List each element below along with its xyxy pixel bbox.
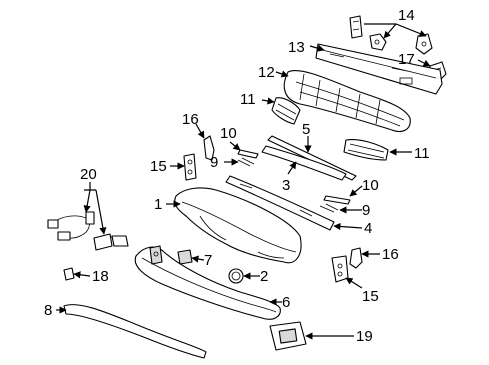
callout-8: 8 — [44, 302, 52, 319]
callout-6: 6 — [282, 294, 290, 311]
callout-13: 13 — [288, 39, 305, 56]
part-10-strip-upper — [237, 149, 259, 159]
part-10-strip-lower — [323, 195, 351, 205]
callout-16-lower: 16 — [382, 246, 399, 263]
callout-11-right: 11 — [414, 145, 430, 162]
part-9-clips-lower — [319, 203, 339, 213]
part-12-absorber — [283, 70, 411, 133]
callout-9-upper: 9 — [210, 154, 218, 171]
callout-2: 2 — [260, 268, 268, 285]
part-11-insert-right — [343, 139, 389, 161]
part-11-insert-left — [271, 97, 301, 125]
part-18-clip — [63, 267, 75, 281]
leader-lines — [56, 23, 431, 340]
callout-3: 3 — [282, 177, 290, 194]
callout-11-left: 11 — [240, 91, 256, 108]
callout-10-upper: 10 — [220, 125, 237, 142]
callout-15-upper: 15 — [150, 158, 167, 175]
part-2-grommet — [228, 268, 244, 284]
callout-20: 20 — [80, 166, 97, 183]
callout-19: 19 — [356, 328, 373, 345]
callout-labels: 14 13 17 12 11 11 16 10 5 9 15 20 3 10 1… — [44, 7, 430, 345]
part-8-trim-strip — [63, 304, 207, 359]
part-15-bracket-upper — [183, 153, 197, 181]
callout-16-upper: 16 — [182, 111, 199, 128]
callout-12: 12 — [258, 64, 275, 81]
part-4-bar — [225, 175, 335, 231]
callout-9-lower: 9 — [362, 202, 370, 219]
part-9-clips-upper — [237, 157, 255, 167]
part-13-reinforcement — [315, 43, 443, 95]
callout-7: 7 — [204, 252, 212, 269]
callout-10-lower: 10 — [362, 177, 379, 194]
part-16-bracket-upper — [203, 135, 215, 161]
callout-1: 1 — [154, 196, 162, 213]
part-6-valance — [134, 245, 281, 320]
part-1-bumper-cover — [174, 187, 302, 264]
callout-18: 18 — [92, 268, 109, 285]
callout-17: 17 — [398, 51, 415, 68]
part-7-bracket — [177, 249, 193, 265]
part-3-strip — [261, 145, 347, 181]
part-20-harness — [47, 211, 129, 251]
part-16-bracket-lower — [349, 247, 363, 269]
callout-5: 5 — [302, 121, 310, 138]
part-15-bracket-lower — [331, 255, 349, 283]
callout-14: 14 — [398, 7, 415, 24]
callout-4: 4 — [364, 220, 372, 237]
part-14-brackets — [349, 15, 433, 55]
part-19-lamp — [269, 321, 307, 351]
callout-15-lower: 15 — [362, 288, 379, 305]
